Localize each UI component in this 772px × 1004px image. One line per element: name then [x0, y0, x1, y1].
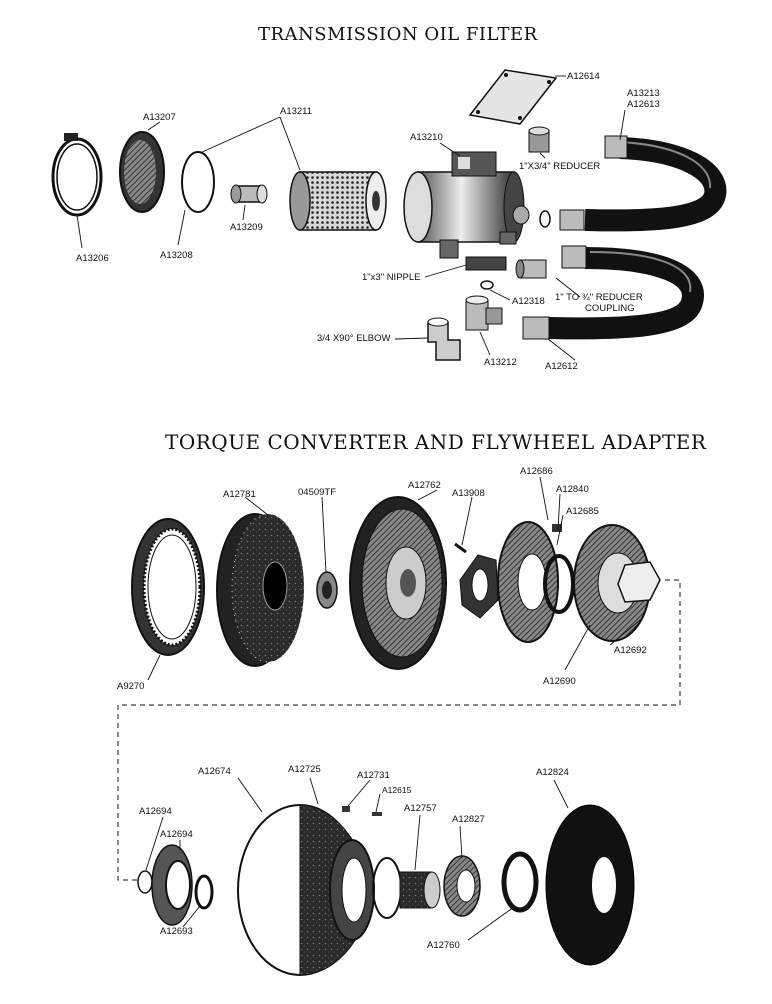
- part-label-elbow: 3/4 X90° ELBOW: [317, 333, 391, 344]
- tee-fitting-part: [465, 295, 503, 331]
- washer-part: [137, 870, 153, 894]
- part-label-a13908: A13908: [452, 488, 485, 499]
- torque-converter-group: [117, 476, 681, 976]
- part-label-reducer: 1"X3/4" REDUCER: [519, 161, 601, 172]
- assembly-flow-line: [117, 579, 681, 881]
- part-label-a12824: A12824: [536, 767, 569, 778]
- clamp-part: [51, 133, 103, 217]
- part-label-a12612: A12612: [545, 361, 578, 372]
- transmission-filter-group: [51, 69, 727, 361]
- clutch-drum-part: [399, 871, 441, 909]
- gasket-ring-part: [181, 151, 215, 213]
- part-label-a12757: A12757: [404, 803, 437, 814]
- nipple-fitting-part: [465, 256, 547, 279]
- part-label-a12686: A12686: [520, 466, 553, 477]
- part-label-a13210: A13210: [410, 132, 443, 143]
- part-label-a12690: A12690: [543, 676, 576, 687]
- part-label-a12685: A12685: [566, 506, 599, 517]
- spring-part: [230, 184, 268, 204]
- part-label-a12725: A12725: [288, 764, 321, 775]
- ring-gear-part: [131, 518, 205, 656]
- lower-hose-part: [522, 245, 704, 340]
- part-label-a12760: A12760: [427, 940, 460, 951]
- part-label-a13213: A13213: [627, 88, 660, 99]
- part-label-a12693: A12693: [160, 926, 193, 937]
- turbine-part: [497, 521, 559, 643]
- upper-hose-part: [539, 135, 727, 232]
- o-ring-part: [372, 857, 402, 919]
- hub-cover-part: [151, 844, 193, 926]
- pump-impeller-part: [552, 524, 661, 642]
- stator-plate-part: [459, 554, 499, 619]
- retaining-ring-part: [501, 851, 539, 913]
- transmission-housing-part: [237, 804, 375, 976]
- planetary-gear-part: [443, 855, 481, 917]
- part-label-a12840: A12840: [556, 484, 589, 495]
- filter-cover-part: [119, 131, 165, 213]
- bolt-part: [342, 806, 350, 812]
- part-label-a13211: A13211: [280, 106, 313, 117]
- part-label-reducer-coupling-2: COUPLING: [585, 303, 635, 314]
- torque-converter-title: TORQUE CONVERTER AND FLYWHEEL ADAPTER: [165, 430, 707, 454]
- part-label-a13212: A13212: [484, 357, 517, 368]
- thrust-ring-part: [543, 554, 575, 614]
- part-label-nipple: 1"x3" NIPPLE: [362, 272, 421, 283]
- filter-element-part: [289, 171, 387, 231]
- small-washer-part: [480, 280, 494, 290]
- part-label-a13209: A13209: [230, 222, 263, 233]
- part-label-a12674: A12674: [198, 766, 231, 777]
- flywheel-adapter-part: [216, 513, 305, 667]
- filter-housing-part: [403, 151, 530, 259]
- reducer-fitting-part: [528, 126, 550, 153]
- part-label-a12762: A12762: [408, 480, 441, 491]
- part-label-a12615: A12615: [382, 785, 412, 795]
- part-label-a12694-lower: A12694: [160, 829, 193, 840]
- cover-disc-part: [545, 804, 635, 966]
- part-label-a12781: A12781: [223, 489, 256, 500]
- part-label-a12692: A12692: [614, 645, 647, 656]
- elbow-fitting-part: [427, 317, 461, 361]
- part-label-a12614: A12614: [567, 71, 600, 82]
- pin-part: [454, 542, 467, 554]
- part-label-a12827: A12827: [452, 814, 485, 825]
- part-label-a12694-upper: A12694: [139, 806, 172, 817]
- bolt-part-2: [372, 812, 382, 816]
- part-label-a13206: A13206: [76, 253, 109, 264]
- mounting-plate-part: [468, 69, 558, 125]
- converter-housing-part: [349, 496, 447, 670]
- part-label-a9270: A9270: [117, 681, 145, 692]
- part-label-a13207: A13207: [143, 112, 176, 123]
- leader-lines-bottom: [145, 476, 641, 941]
- part-label-a12613: A12613: [627, 99, 660, 110]
- bearing-part: [316, 571, 338, 609]
- part-label-04509tf: 04509TF: [298, 487, 337, 498]
- part-label-a12731: A12731: [357, 770, 390, 781]
- seal-ring-part: [194, 874, 214, 910]
- leader-lines-top: [76, 75, 626, 361]
- part-label-reducer-coupling-1: 1" TO ¾" REDUCER: [555, 292, 643, 303]
- part-label-a12318: A12318: [512, 296, 545, 307]
- part-label-a13208: A13208: [160, 250, 193, 261]
- transmission-oil-filter-title: TRANSMISSION OIL FILTER: [258, 24, 538, 45]
